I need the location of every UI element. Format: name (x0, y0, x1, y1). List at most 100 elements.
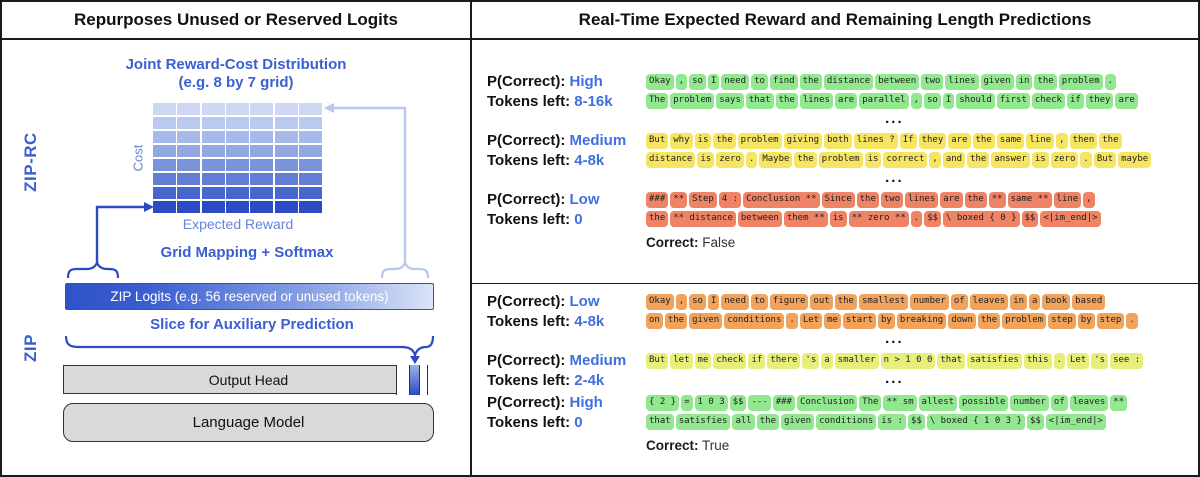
grid-cell (250, 158, 274, 172)
token: , (675, 293, 688, 310)
token: { 2 } (646, 394, 680, 411)
token: The (646, 92, 669, 109)
grid-cell (201, 186, 225, 200)
token: book (1042, 293, 1071, 310)
zip-slice-cell (408, 364, 419, 395)
token: . (1080, 151, 1092, 168)
left-diagram: Joint Reward-Cost Distribution (e.g. 8 b… (2, 40, 470, 475)
p-correct-value: High (569, 73, 603, 90)
token: on (646, 312, 663, 329)
tokens-left-value: 0 (574, 211, 583, 228)
correct-label: Correct: (646, 235, 699, 250)
grid-cell (274, 186, 298, 200)
grid-cell (274, 103, 298, 116)
reserved-cell (395, 364, 409, 395)
token: ** sm (883, 394, 917, 411)
token: If (899, 132, 917, 149)
token: a (821, 352, 833, 369)
token: by (878, 312, 895, 329)
token: the (856, 191, 879, 208)
grid-cell (201, 200, 225, 213)
tokens-left-label: Tokens left: (487, 372, 571, 389)
token: the (977, 312, 1001, 329)
token: smallest (858, 293, 909, 310)
left-panel: Repurposes Unused or Reserved Logits J (2, 2, 472, 475)
token: is : (878, 413, 906, 430)
right-panel: Real-Time Expected Reward and Remaining … (472, 2, 1198, 475)
token: problem (670, 92, 715, 109)
reserved-cell (426, 364, 435, 395)
token: satisfies (675, 413, 731, 430)
p-correct-value: Low (569, 191, 600, 208)
right-examples: P(Correct): High Tokens left: 8-16k Okay… (472, 40, 1198, 475)
grid-cell (153, 186, 176, 200)
grid-cell (177, 172, 201, 186)
token: But (646, 352, 669, 369)
token: , (1056, 132, 1068, 149)
token: two (921, 73, 944, 90)
token: is (694, 132, 712, 149)
token: if (1066, 92, 1084, 109)
token: the (834, 293, 857, 310)
token: that (745, 92, 774, 109)
token: to (751, 73, 768, 90)
correct-result-line: Correct: True (646, 438, 1198, 453)
grid-cell (274, 116, 298, 130)
token: given (980, 73, 1014, 90)
token: and (942, 151, 966, 168)
grid-cell (201, 158, 225, 172)
token: problem (737, 132, 782, 149)
p-correct-label: P(Correct): (487, 352, 566, 369)
tokens-left-value: 4-8k (574, 313, 605, 330)
token: this (1023, 352, 1052, 369)
grid-cell (226, 172, 249, 186)
token: maybe (1118, 151, 1152, 168)
grid-cell (274, 144, 298, 158)
token: the (967, 151, 990, 168)
grid-cell (177, 144, 201, 158)
token: 1 0 3 (694, 394, 728, 411)
token: distance (646, 151, 696, 168)
token: step (1096, 312, 1125, 329)
token: <|im_end|> (1045, 413, 1106, 430)
tokens-left-label: Tokens left: (487, 152, 571, 169)
token: leaves (969, 293, 1009, 310)
p-correct-label: P(Correct): (487, 293, 566, 310)
token: But (1093, 151, 1117, 168)
token: first (996, 92, 1030, 109)
grid-cell (250, 144, 274, 158)
token: --- (748, 394, 771, 411)
token: given (781, 413, 815, 430)
grid-title-line2: (e.g. 8 by 7 grid) (178, 74, 294, 91)
token: I (707, 293, 720, 310)
grid-cell (177, 158, 201, 172)
token: \ boxed { 0 } (943, 210, 1020, 227)
token: . (1053, 352, 1065, 369)
cost-axis-label: Cost (130, 144, 146, 172)
token: Conclusion ** (743, 191, 820, 208)
token: $$ (729, 394, 747, 411)
grid-cell (274, 172, 298, 186)
token: is (829, 210, 847, 227)
grid-cell (226, 144, 249, 158)
tokens-left-value: 2-4k (574, 372, 605, 389)
grid-cell (177, 130, 201, 144)
tokens-left-value: 0 (574, 414, 583, 431)
token: But (646, 132, 669, 149)
grid-cell (299, 186, 322, 200)
token: the (775, 92, 798, 109)
grid-cell (274, 130, 298, 144)
grid-cell (250, 130, 274, 144)
token: says (716, 92, 744, 109)
ellipsis: ... (885, 370, 904, 387)
token: the (1099, 132, 1122, 149)
token: lines ? (853, 132, 898, 149)
tokens-left-label: Tokens left: (487, 211, 571, 228)
token: of (1050, 394, 1068, 411)
token: ** (1110, 394, 1128, 411)
